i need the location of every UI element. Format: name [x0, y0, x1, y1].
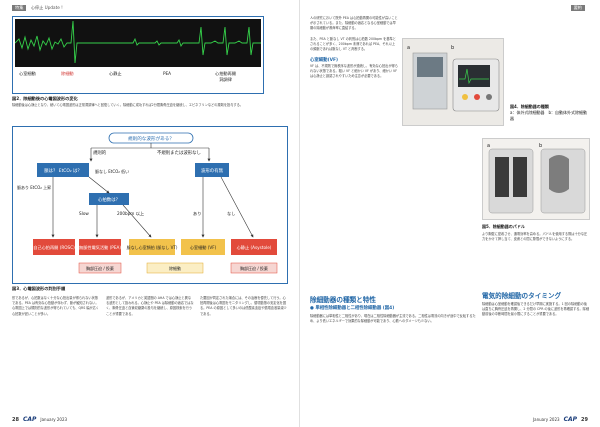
- photo1-caption: 図4．除細動器の種類: [510, 104, 549, 109]
- section-title: 心停止 Update !: [30, 5, 63, 10]
- paddles-image: a b: [487, 143, 586, 214]
- figure3-caption: 図3．心電図波形の判別手順: [12, 286, 66, 291]
- flow-asys-text: 心静止 (Asystole): [237, 244, 272, 250]
- left-page: 特集 心停止 Update ! 心室細動 除細動 心静止 PEA 心拍動再開 洞…: [12, 5, 288, 423]
- defibrillator-photo: a b: [402, 38, 504, 126]
- flow-rosc-box: [33, 239, 75, 255]
- flow-q2-box: [89, 193, 129, 205]
- flow-def-box: [146, 262, 204, 274]
- page-number: 28: [12, 416, 19, 423]
- flowchart: 規則的な波形がある？ 規則的 不規則または波形なし 脈は？ EtCO₂ は？ 脈…: [12, 126, 288, 284]
- flow-asys-box: [231, 239, 277, 255]
- flow-q1-box: [37, 163, 89, 177]
- flow-q1-text: 脈は？ EtCO₂ は？: [44, 167, 82, 174]
- flow-vf-text: 心室細動 (VF): [190, 244, 217, 251]
- ecg-figure: 心室細動 除細動 心静止 PEA 心拍動再開 洞調律: [12, 16, 264, 94]
- ecg-labels: 心室細動 除細動 心静止 PEA 心拍動再開 洞調律: [13, 69, 265, 91]
- magazine-logo-right: CAP: [563, 416, 578, 423]
- figure2-text: 除細動後は心静止となり、続いて心電図波形は正常洞調律へと回復していく。除細動に成…: [12, 103, 243, 107]
- section-tag-right: 要約: [570, 5, 588, 11]
- left-col3: た要因が同定された場合には、その治療を優先して行う。心拍再開後は心電図をモニタリ…: [200, 296, 287, 316]
- flow-cpr2-text: 胸部圧迫 / 投薬: [240, 265, 268, 271]
- flow-cpr1-text: 胸部圧迫 / 投薬: [86, 265, 114, 271]
- flow-vf-box: [181, 239, 225, 255]
- flow-q1-note-a: 脈なし EtCO₂ 低い: [95, 168, 129, 174]
- flow-no: なし: [227, 210, 235, 216]
- right-page: 要約 人の研究において院外 PEA は心拍動再開の可能性が高いことが示されている…: [300, 0, 600, 427]
- flow-start-text: 規則的な波形がある？: [128, 135, 174, 142]
- paddles-photo: a b: [482, 138, 590, 220]
- left-footer: 28 CAP January 2023: [12, 416, 67, 423]
- right-body-right: 除細動は心室細動を確認後できるだけ早期に実施する。1 回の除細動の後は直ちに胸骨…: [482, 302, 590, 317]
- svg-text:b: b: [451, 45, 454, 51]
- flow-q3-box: [195, 163, 229, 177]
- flow-cpr1-box: [78, 262, 122, 274]
- flow-slow: Slow: [79, 211, 89, 216]
- flowchart-diagram: 規則的な波形がある？ 規則的 不規則または波形なし 脈は？ EtCO₂ は？ 脈…: [17, 132, 278, 274]
- flow-cpr2-box: [230, 262, 278, 274]
- flow-def-text: 除細動: [169, 265, 181, 271]
- flow-vt-box: [129, 239, 175, 255]
- left-col2: 波形であるが、アメリカと英語圏の AHA では心静止と異なる波形として扱われる。…: [106, 296, 194, 316]
- magazine-logo: CAP: [22, 416, 37, 423]
- heading-left: 除細動器の種類と特性: [310, 296, 376, 304]
- svg-text:b: b: [539, 143, 542, 149]
- flow-yes: あり: [193, 211, 201, 217]
- right-col1: 人の研究において院外 PEA は心拍動再開の可能性が高いことが示されている。また…: [310, 16, 398, 79]
- right-body-left: 除細動器には単相性と二相性があり、現在は二相性除細動器が主流である。二相性は電流…: [310, 314, 476, 324]
- heading-right: 電気的除細動のタイミング: [482, 292, 562, 300]
- issue-date-right: January 2023: [532, 417, 560, 422]
- right-col3: より胸壁に密着させ、通電効率を高める。パドルを使用する際は十分な圧力をかけて押し…: [482, 232, 588, 242]
- section-tag: 特集 心停止 Update !: [12, 5, 63, 11]
- page-number-right: 29: [581, 416, 588, 423]
- svg-text:a: a: [407, 45, 410, 51]
- figure2-caption: 図2．除細動後の心電図波形の変化: [12, 96, 78, 101]
- photo2-caption: 図5．除細動器のパドル: [482, 224, 525, 229]
- flow-pea-box: [79, 239, 121, 255]
- ecg-label-rosc: 心拍動再開 洞調律: [215, 71, 236, 82]
- flow-vt-text: 脈なし心室頻拍 (脈なし VT): [127, 244, 178, 250]
- right-col1-p1: 人の研究において院外 PEA は心拍動再開の可能性が高いことが示されている。また…: [310, 16, 398, 31]
- flow-branch-left: 規則的: [93, 149, 107, 156]
- issue-date: January 2023: [40, 417, 68, 422]
- ecg-label-defib: 除細動: [61, 71, 74, 76]
- flow-rosc-text: 自己心拍再開 (ROSC): [33, 244, 75, 251]
- ecg-label-vf: 心室細動: [19, 71, 36, 76]
- right-col1-p2: また、PEA と脈なし VT の判別は心拍数 200bpm を基準とされることが…: [310, 36, 396, 52]
- ecg-label-asystole: 心静止: [109, 71, 122, 76]
- flow-pea-text: 無脈性電気活動 (PEA): [79, 244, 121, 251]
- flow-q2-text: 心拍数は？: [98, 196, 120, 203]
- vf-text: VF は、不規則で無秩序な波形が連続し、有効な心拍出が得られない状態である。粗い…: [310, 63, 398, 79]
- svg-text:a: a: [487, 143, 490, 149]
- photo1-sub: a：体外式除細動器 b：自動体外式除細動器: [510, 110, 587, 121]
- vf-subhead: 心室細動(VF): [310, 57, 338, 63]
- ecg-strip: [14, 19, 261, 67]
- flow-fast: 200bpm 以上: [117, 210, 144, 216]
- photo1-caption-block: 図4．除細動器の種類 a：体外式除細動器 b：自動体外式除細動器: [510, 104, 590, 122]
- left-col1: 形であるが、心拍数はなく十分な心拍出量が得られない状態である。PEA は有効な心…: [12, 296, 99, 316]
- flow-branch-right: 不規則または波形なし: [157, 149, 201, 156]
- flow-q3-text: 波形の有無: [201, 167, 224, 174]
- subhead-left: ● 単相性除細動器と二相性除細動器 (図4): [310, 306, 395, 311]
- section-chip: 特集: [12, 5, 27, 11]
- ecg-label-pea: PEA: [163, 71, 172, 76]
- section-chip-right: 要約: [570, 5, 585, 11]
- defibrillator-image: a b: [407, 45, 500, 112]
- right-footer: January 2023 CAP 29: [533, 416, 588, 423]
- flow-q1-note-b: 脈あり EtCO₂ 上昇: [17, 184, 51, 190]
- ecg-trace: [14, 20, 261, 64]
